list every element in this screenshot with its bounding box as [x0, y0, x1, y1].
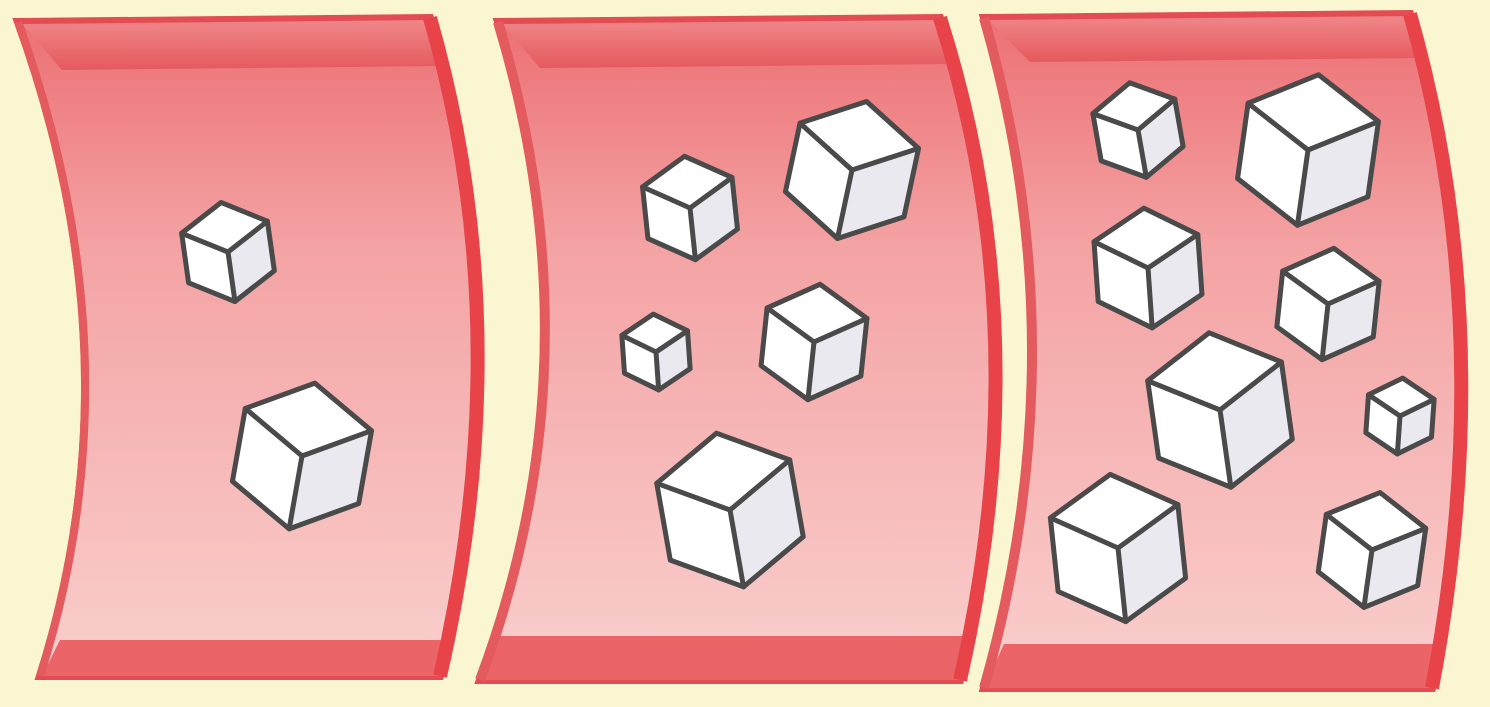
- vessel-top-rim: [988, 16, 1420, 62]
- vessel-top-rim: [22, 20, 440, 70]
- vessel-panel-low: [18, 18, 478, 676]
- vessel-bottom-rim: [480, 636, 968, 680]
- vessel-top-rim: [502, 20, 950, 68]
- vessel-bottom-rim: [984, 644, 1442, 688]
- vessel-bottom-rim: [42, 640, 448, 676]
